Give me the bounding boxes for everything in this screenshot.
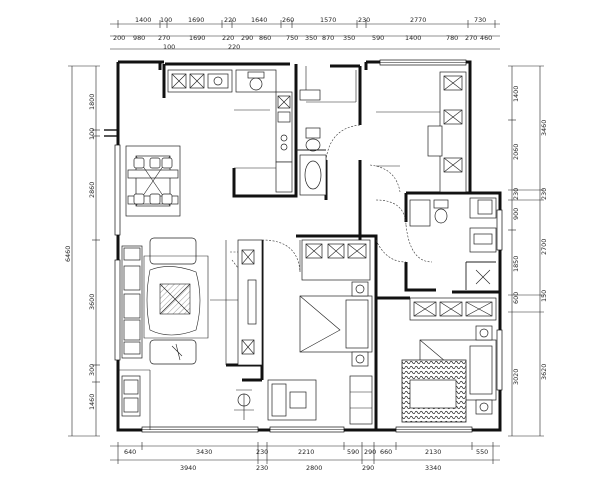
dim-top1-9: 730 — [474, 16, 486, 24]
dim-bot1-2: 230 — [256, 448, 268, 456]
dim-top2-2: 270 — [158, 34, 170, 42]
dim-bot2-0: 3940 — [180, 464, 196, 472]
dim-top3-0: 100 — [163, 43, 175, 51]
dim-bot2-1: 230 — [256, 464, 268, 472]
dim-right-outer-4: 3620 — [540, 364, 548, 380]
dim-left-outer-0: 6460 — [64, 246, 72, 262]
dim-top1-3: 220 — [224, 16, 236, 24]
dim-bot1-3: 2210 — [298, 448, 314, 456]
dim-top2-0: 200 — [113, 34, 125, 42]
dim-top2-3: 1690 — [189, 34, 205, 42]
dim-right-0: 1400 — [512, 86, 520, 102]
dim-right-3: 900 — [512, 208, 520, 220]
dim-top2-12: 1400 — [405, 34, 421, 42]
dim-bot1-6: 660 — [380, 448, 392, 456]
dim-right-6: 3020 — [512, 369, 520, 385]
dim-left-1: 100 — [88, 128, 96, 140]
kitchen — [167, 69, 293, 193]
bedroom-top-right — [376, 71, 467, 193]
bathroom-2 — [409, 197, 497, 290]
dining — [125, 145, 181, 217]
dim-top1-1: 100 — [160, 16, 172, 24]
dim-top2-7: 750 — [286, 34, 298, 42]
dim-left-5: 1460 — [88, 394, 96, 410]
dim-top2-4: 220 — [222, 34, 234, 42]
dim-top2-14: 270 — [465, 34, 477, 42]
dim-right-2: 230 — [512, 188, 520, 200]
dim-right-outer-1: 230 — [540, 188, 548, 200]
walls — [104, 60, 502, 432]
dim-top2-9: 870 — [322, 34, 334, 42]
bedroom-middle — [267, 239, 373, 425]
interior-lines — [225, 165, 400, 365]
dim-top2-8: 350 — [305, 34, 317, 42]
dim-top3-1: 220 — [228, 43, 240, 51]
living — [118, 237, 263, 430]
dim-top1-4: 1640 — [251, 16, 267, 24]
dim-left-4: 300 — [88, 364, 96, 376]
dim-top2-10: 350 — [343, 34, 355, 42]
dim-top1-7: 230 — [358, 16, 370, 24]
dim-top1-8: 2770 — [410, 16, 426, 24]
dim-top1-2: 1690 — [188, 16, 204, 24]
dim-right-1: 2060 — [512, 144, 520, 160]
dim-right-outer-2: 2700 — [540, 239, 548, 255]
dim-bot1-0: 640 — [124, 448, 136, 456]
bathroom-1 — [296, 66, 357, 196]
dim-top2-11: 590 — [372, 34, 384, 42]
dim-top2-6: 860 — [259, 34, 271, 42]
dim-bot1-4: 590 — [347, 448, 359, 456]
dim-bot1-8: 550 — [476, 448, 488, 456]
dim-bot1-5: 290 — [364, 448, 376, 456]
dim-bot2-3: 290 — [362, 464, 374, 472]
bedroom-bottom-right — [401, 297, 497, 423]
windows — [114, 59, 503, 433]
dim-bot2-2: 2800 — [306, 464, 322, 472]
dim-top2-1: 980 — [133, 34, 145, 42]
dim-right-outer-3: 150 — [540, 290, 548, 302]
dim-right-5: 600 — [512, 292, 520, 304]
dim-top1-6: 1570 — [320, 16, 336, 24]
dim-right-outer-0: 3460 — [540, 120, 548, 136]
dim-top2-5: 290 — [241, 34, 253, 42]
dim-top2-13: 780 — [446, 34, 458, 42]
dim-left-2: 2860 — [88, 182, 96, 198]
dim-left-3: 3600 — [88, 294, 96, 310]
dim-top2-15: 460 — [480, 34, 492, 42]
dim-bot1-7: 2130 — [425, 448, 441, 456]
dim-top1-5: 260 — [282, 16, 294, 24]
dim-left-0: 1800 — [88, 94, 96, 110]
dim-top1-0: 1400 — [135, 16, 151, 24]
dim-right-4: 1850 — [512, 256, 520, 272]
dimension-lines: 1400 100 1690 220 1640 260 1570 230 2770… — [64, 16, 548, 472]
dim-bot1-1: 3430 — [196, 448, 212, 456]
dim-bot2-4: 3340 — [425, 464, 441, 472]
